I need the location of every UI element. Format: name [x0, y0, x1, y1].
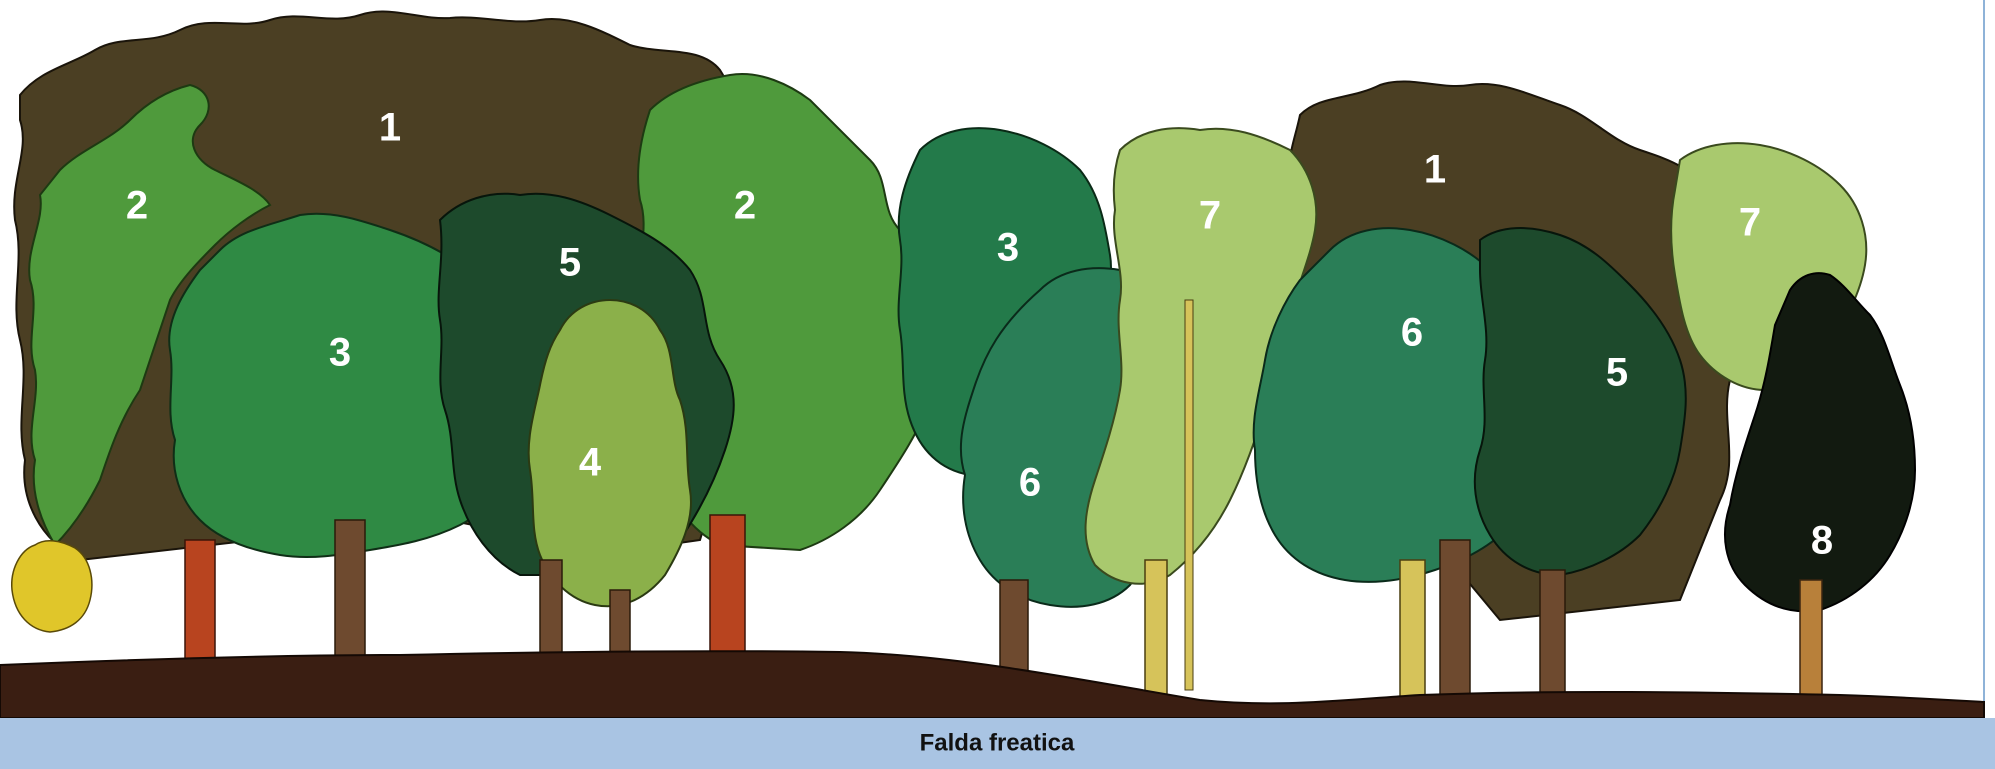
tree-number: 7 [1739, 201, 1761, 245]
tree-number: 3 [329, 331, 351, 375]
tree-number: 2 [126, 184, 148, 228]
tree-number: 5 [1606, 351, 1628, 395]
tree-number: 1 [379, 106, 401, 150]
tree-number: 1 [862, 508, 884, 552]
shrub-yellow [12, 541, 92, 632]
tree-number: 5 [559, 241, 581, 285]
tree-number: 6 [1019, 461, 1041, 505]
tree-number: 8 [1811, 519, 1833, 563]
tree-number: 1 [1424, 148, 1446, 192]
tree-number: 3 [997, 226, 1019, 270]
tree-number: 7 [1199, 194, 1221, 238]
tree-number: 4 [579, 441, 602, 485]
water-table-label: Falda freatica [920, 729, 1075, 756]
tree-number: 2 [734, 184, 756, 228]
tree-number: 6 [1401, 311, 1423, 355]
